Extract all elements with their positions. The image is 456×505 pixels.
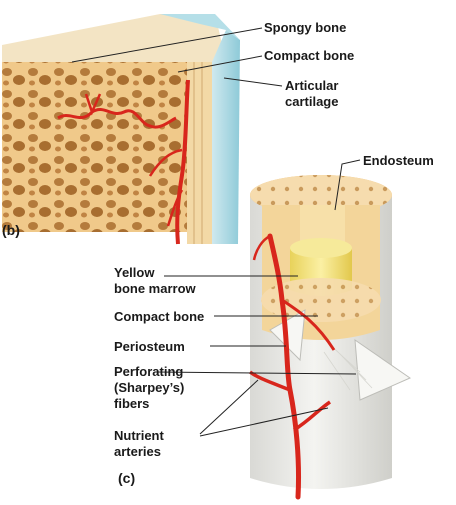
nutrient-arteries-leader-2 [199,407,329,437]
label-perforating-fibers-line3: fibers [114,396,150,411]
spongy-vessel-horizontal [57,107,177,129]
spongy-bone-leader [71,27,263,63]
spongy-vessel-branch [84,93,102,116]
label-perforating-fibers-line1: Perforating [114,364,184,379]
label-articular-cartilage-line2: cartilage [285,94,339,109]
perforating-fibers-leader [155,371,357,375]
label-spongy-bone: Spongy bone [264,20,347,35]
label-perforating-fibers-line2: (Sharpey’s) [114,380,185,395]
panel-c-illustration [248,175,412,500]
perforating-fibers [323,344,373,391]
nutrient-artery-branch-right [293,400,331,432]
panel-c-leaders [155,159,361,437]
label-yellow-bone-marrow-line1: Yellow [114,265,155,280]
label-articular-cartilage-line1: Articular [285,78,339,93]
articular-cartilage-leader [223,77,283,87]
panel-b-illustration [2,14,240,245]
compact-vessel-vertical [175,79,190,245]
compact-bone-lower [261,278,381,322]
label-compact-bone-c: Compact bone [114,309,205,324]
articular-cartilage-layer [212,30,240,244]
panel-b-leaders [71,27,283,87]
nutrient-artery-main [267,233,302,500]
endosteum-leader [334,159,361,211]
compact-bone-leader-b [177,55,263,73]
compact-bone-band [187,62,212,244]
nutrient-artery-inner [281,298,336,351]
label-nutrient-arteries-line2: arteries [114,444,161,459]
label-nutrient-arteries-line1: Nutrient [114,428,164,443]
panel-b-tag: (b) [2,222,20,238]
panel-c-tag: (c) [118,470,136,486]
spongy-bone-region [2,62,187,232]
label-periosteum: Periosteum [114,339,185,354]
label-compact-bone-b: Compact bone [264,48,355,63]
nutrient-arteries-leader-1 [199,379,259,435]
label-yellow-bone-marrow-line2: bone marrow [114,281,196,296]
label-endosteum: Endosteum [363,153,434,168]
